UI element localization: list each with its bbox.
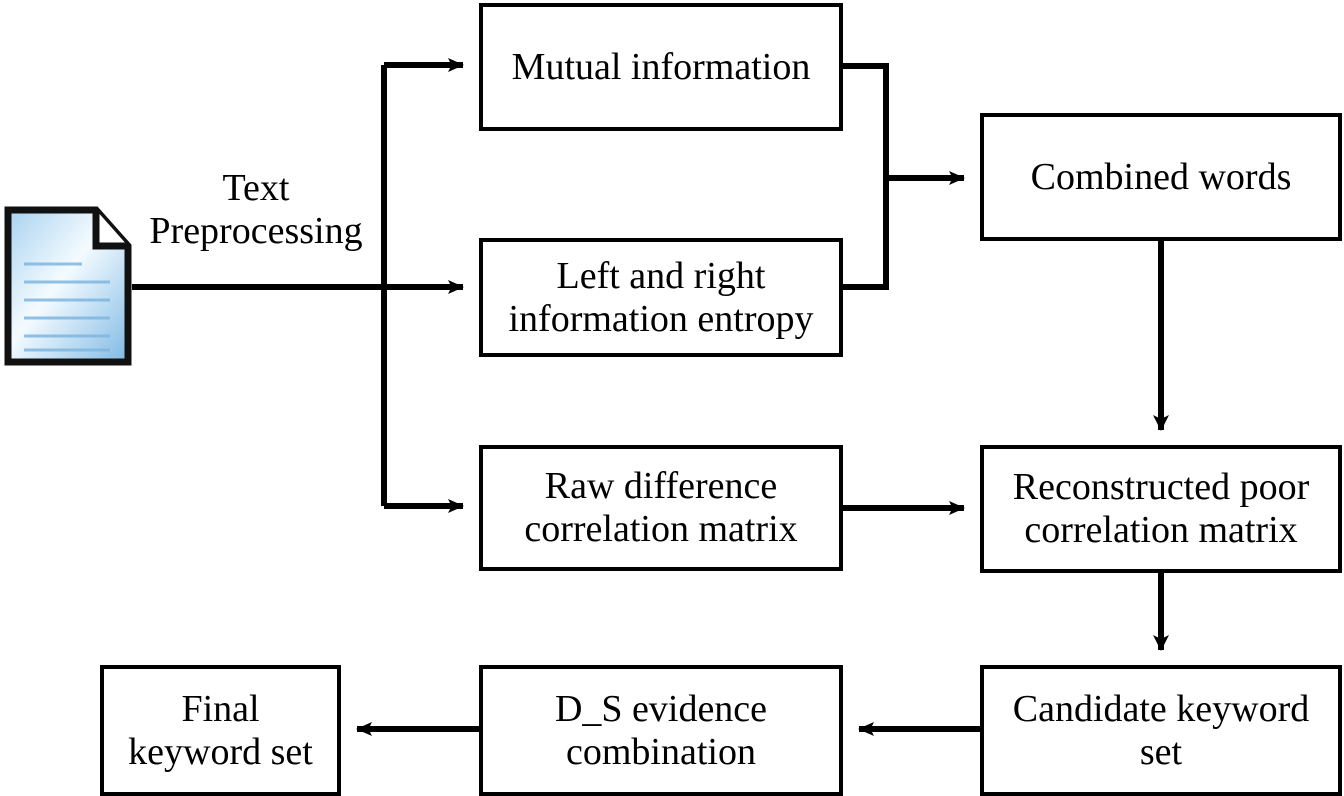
node-ds-evidence-combination[interactable]: D_S evidence combination [479, 665, 843, 796]
edge-entropy-to-merge [843, 178, 889, 290]
node-left-right-entropy[interactable]: Left and right information entropy [479, 238, 843, 357]
node-raw-difference-matrix[interactable]: Raw difference correlation matrix [479, 445, 843, 571]
node-reconstructed-matrix[interactable]: Reconstructed poor correlation matrix [980, 445, 1342, 573]
node-candidate-keyword-set[interactable]: Candidate keyword set [980, 665, 1342, 796]
node-mutual-information[interactable]: Mutual information [479, 3, 843, 131]
node-final-keyword-set[interactable]: Final keyword set [100, 665, 341, 796]
edge-label-text-preprocessing: Text Preprocessing [149, 167, 363, 253]
document-icon [4, 206, 132, 366]
edge-mutual-to-merge [843, 63, 889, 178]
node-combined-words[interactable]: Combined words [980, 113, 1342, 241]
